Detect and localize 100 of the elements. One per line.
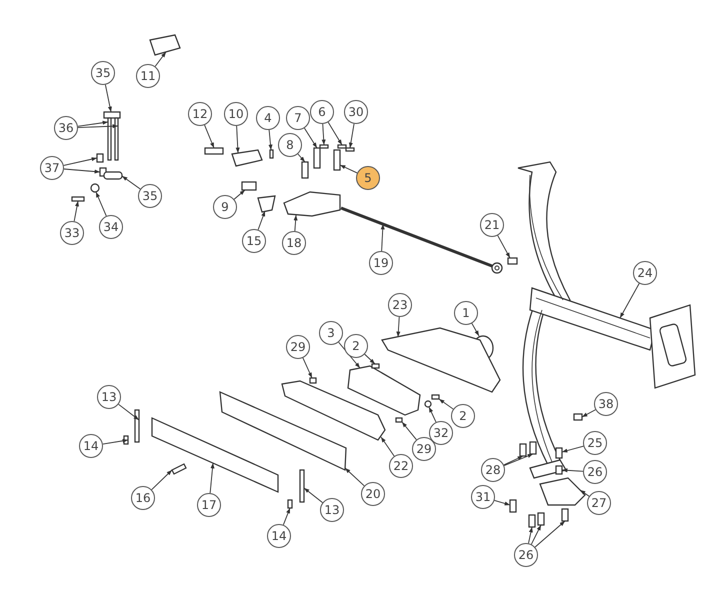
callout-number: 2 xyxy=(344,334,368,358)
callout-number: 16 xyxy=(131,486,155,510)
plate-drawing xyxy=(219,391,347,471)
bracket-drawing xyxy=(149,34,181,56)
callout-number: 14 xyxy=(267,524,291,548)
bolt-drawing xyxy=(431,394,440,400)
callout-number: 18 xyxy=(282,231,306,255)
callout-number: 14 xyxy=(79,434,103,458)
leader-line xyxy=(96,192,107,216)
callout-number: 30 xyxy=(344,100,368,124)
bolt-drawing xyxy=(561,508,569,522)
leader-line xyxy=(236,126,240,154)
leader-line xyxy=(402,422,417,440)
callout-number: 35 xyxy=(91,61,115,85)
leader-line xyxy=(497,235,510,258)
pin-drawing xyxy=(107,117,112,161)
bolt-drawing xyxy=(71,196,85,202)
leader-line xyxy=(204,124,214,148)
leader-line xyxy=(64,168,100,174)
callout-number: 22 xyxy=(389,454,413,478)
callout-number: 3 xyxy=(319,321,343,345)
bolt-drawing xyxy=(528,514,536,528)
leader-line xyxy=(438,398,454,410)
yoke-drawing xyxy=(231,149,263,167)
leader-line xyxy=(122,176,141,190)
callout-number: 23 xyxy=(388,293,412,317)
bolt-drawing xyxy=(371,363,380,369)
leader-line xyxy=(530,524,542,545)
callout-number: 31 xyxy=(471,485,495,509)
leader-line xyxy=(118,404,140,420)
callout-number: 7 xyxy=(286,106,310,130)
leader-line xyxy=(503,456,524,466)
callout-number: 33 xyxy=(60,221,84,245)
callout-number: 37 xyxy=(40,156,64,180)
leader-line xyxy=(380,224,385,252)
bolt-drawing xyxy=(509,499,517,513)
bracket-drawing xyxy=(539,477,586,506)
callout-number: 17 xyxy=(197,493,221,517)
leader-line xyxy=(151,470,172,490)
plate-drawing xyxy=(151,417,279,493)
callout-number: 26 xyxy=(583,460,607,484)
leader-line xyxy=(534,520,566,548)
plate-drawing xyxy=(103,111,121,119)
leader-line xyxy=(78,124,118,128)
washer-drawing xyxy=(424,400,432,408)
leader-line xyxy=(294,214,298,232)
plate-drawing xyxy=(281,380,386,441)
leader-line xyxy=(562,446,584,453)
callout-number: 9 xyxy=(213,195,237,219)
bolt-drawing xyxy=(537,512,545,526)
callout-number: 8 xyxy=(278,133,302,157)
leader-line xyxy=(620,283,640,318)
callout-number: 32 xyxy=(429,421,453,445)
callout-number: 4 xyxy=(256,106,280,130)
bolt-drawing xyxy=(309,377,317,384)
bolt-drawing xyxy=(395,417,403,423)
pin-drawing xyxy=(313,147,321,169)
leader-line xyxy=(234,190,246,200)
leader-line xyxy=(304,128,318,148)
callout-number: 1 xyxy=(454,301,478,325)
clip-drawing xyxy=(345,147,355,152)
callout-number: 13 xyxy=(97,385,121,409)
callout-number: 10 xyxy=(224,102,248,126)
callout-number: 29 xyxy=(286,335,310,359)
leader-line xyxy=(304,488,324,504)
callout-number: 6 xyxy=(310,100,334,124)
callout-number: 15 xyxy=(242,229,266,253)
bracket-drawing xyxy=(257,195,276,213)
bolt-drawing xyxy=(171,463,187,475)
callout-number: 13 xyxy=(320,498,344,522)
callout-number: 12 xyxy=(188,102,212,126)
leader-line xyxy=(364,354,376,364)
callout-number: 20 xyxy=(361,482,385,506)
callout-number: 27 xyxy=(587,491,611,515)
bushing-drawing xyxy=(90,183,100,193)
clip-drawing xyxy=(96,153,104,163)
leader-line xyxy=(582,409,596,418)
plate-drawing xyxy=(283,191,341,217)
leader-line xyxy=(77,120,108,127)
callout-number: 36 xyxy=(54,116,78,140)
callout-number: 35 xyxy=(138,184,162,208)
callout-number: 29 xyxy=(412,437,436,461)
leader-line xyxy=(380,436,395,457)
leader-line xyxy=(282,508,290,526)
leader-line xyxy=(328,122,342,146)
leader-line xyxy=(302,357,312,378)
leader-line xyxy=(63,157,98,166)
leader-line xyxy=(528,526,533,544)
clip-drawing xyxy=(287,499,293,509)
leader-line xyxy=(154,52,166,67)
leader-line xyxy=(494,500,510,506)
leader-line xyxy=(471,323,480,336)
leader-line xyxy=(104,84,112,112)
pin-drawing xyxy=(204,147,224,155)
pin-drawing xyxy=(114,117,119,161)
leader-line xyxy=(562,468,584,472)
leader-line xyxy=(340,164,358,174)
leader-line xyxy=(348,123,354,148)
pin-drawing xyxy=(301,161,309,179)
leader-line xyxy=(396,316,400,338)
